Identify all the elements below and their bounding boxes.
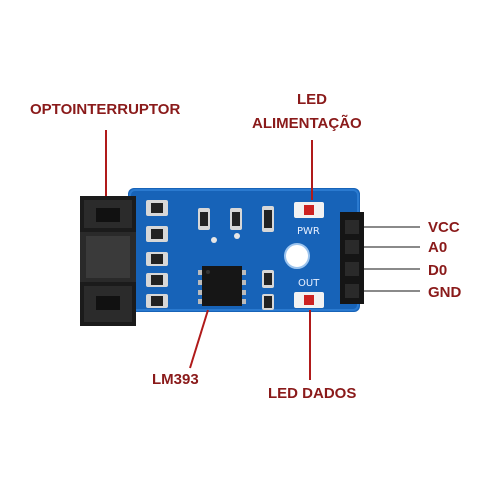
- label-led-power-line1: LED: [297, 91, 327, 108]
- pin-label-a0: A0: [428, 239, 447, 256]
- label-led-data: LED DADOS: [268, 385, 356, 402]
- mounting-hole: [284, 243, 310, 269]
- label-lm393: LM393: [152, 371, 199, 388]
- out-silkscreen: OUT: [298, 278, 320, 289]
- power-led: [294, 202, 324, 218]
- label-optointerruptor: OPTOINTERRUPTOR: [30, 101, 180, 118]
- pointer-lines: [105, 130, 313, 380]
- smd-top-row: [198, 206, 274, 243]
- pwr-silkscreen: PWR: [297, 226, 320, 237]
- pin-wires: [360, 226, 420, 292]
- smd-near-ic: [262, 270, 274, 310]
- pin-label-vcc: VCC: [428, 219, 460, 236]
- data-led: [294, 292, 324, 308]
- lm393-chip: [198, 266, 246, 306]
- pin-header: [340, 212, 364, 304]
- lm393-pointer: [189, 309, 209, 369]
- pcb-body: [128, 188, 360, 312]
- pin-label-d0: D0: [428, 262, 447, 279]
- pin-label-gnd: GND: [428, 284, 462, 301]
- smd-left-column: [146, 200, 168, 308]
- optointerruptor-component: [80, 196, 136, 326]
- label-led-power-line2: ALIMENTAÇÃO: [252, 114, 362, 132]
